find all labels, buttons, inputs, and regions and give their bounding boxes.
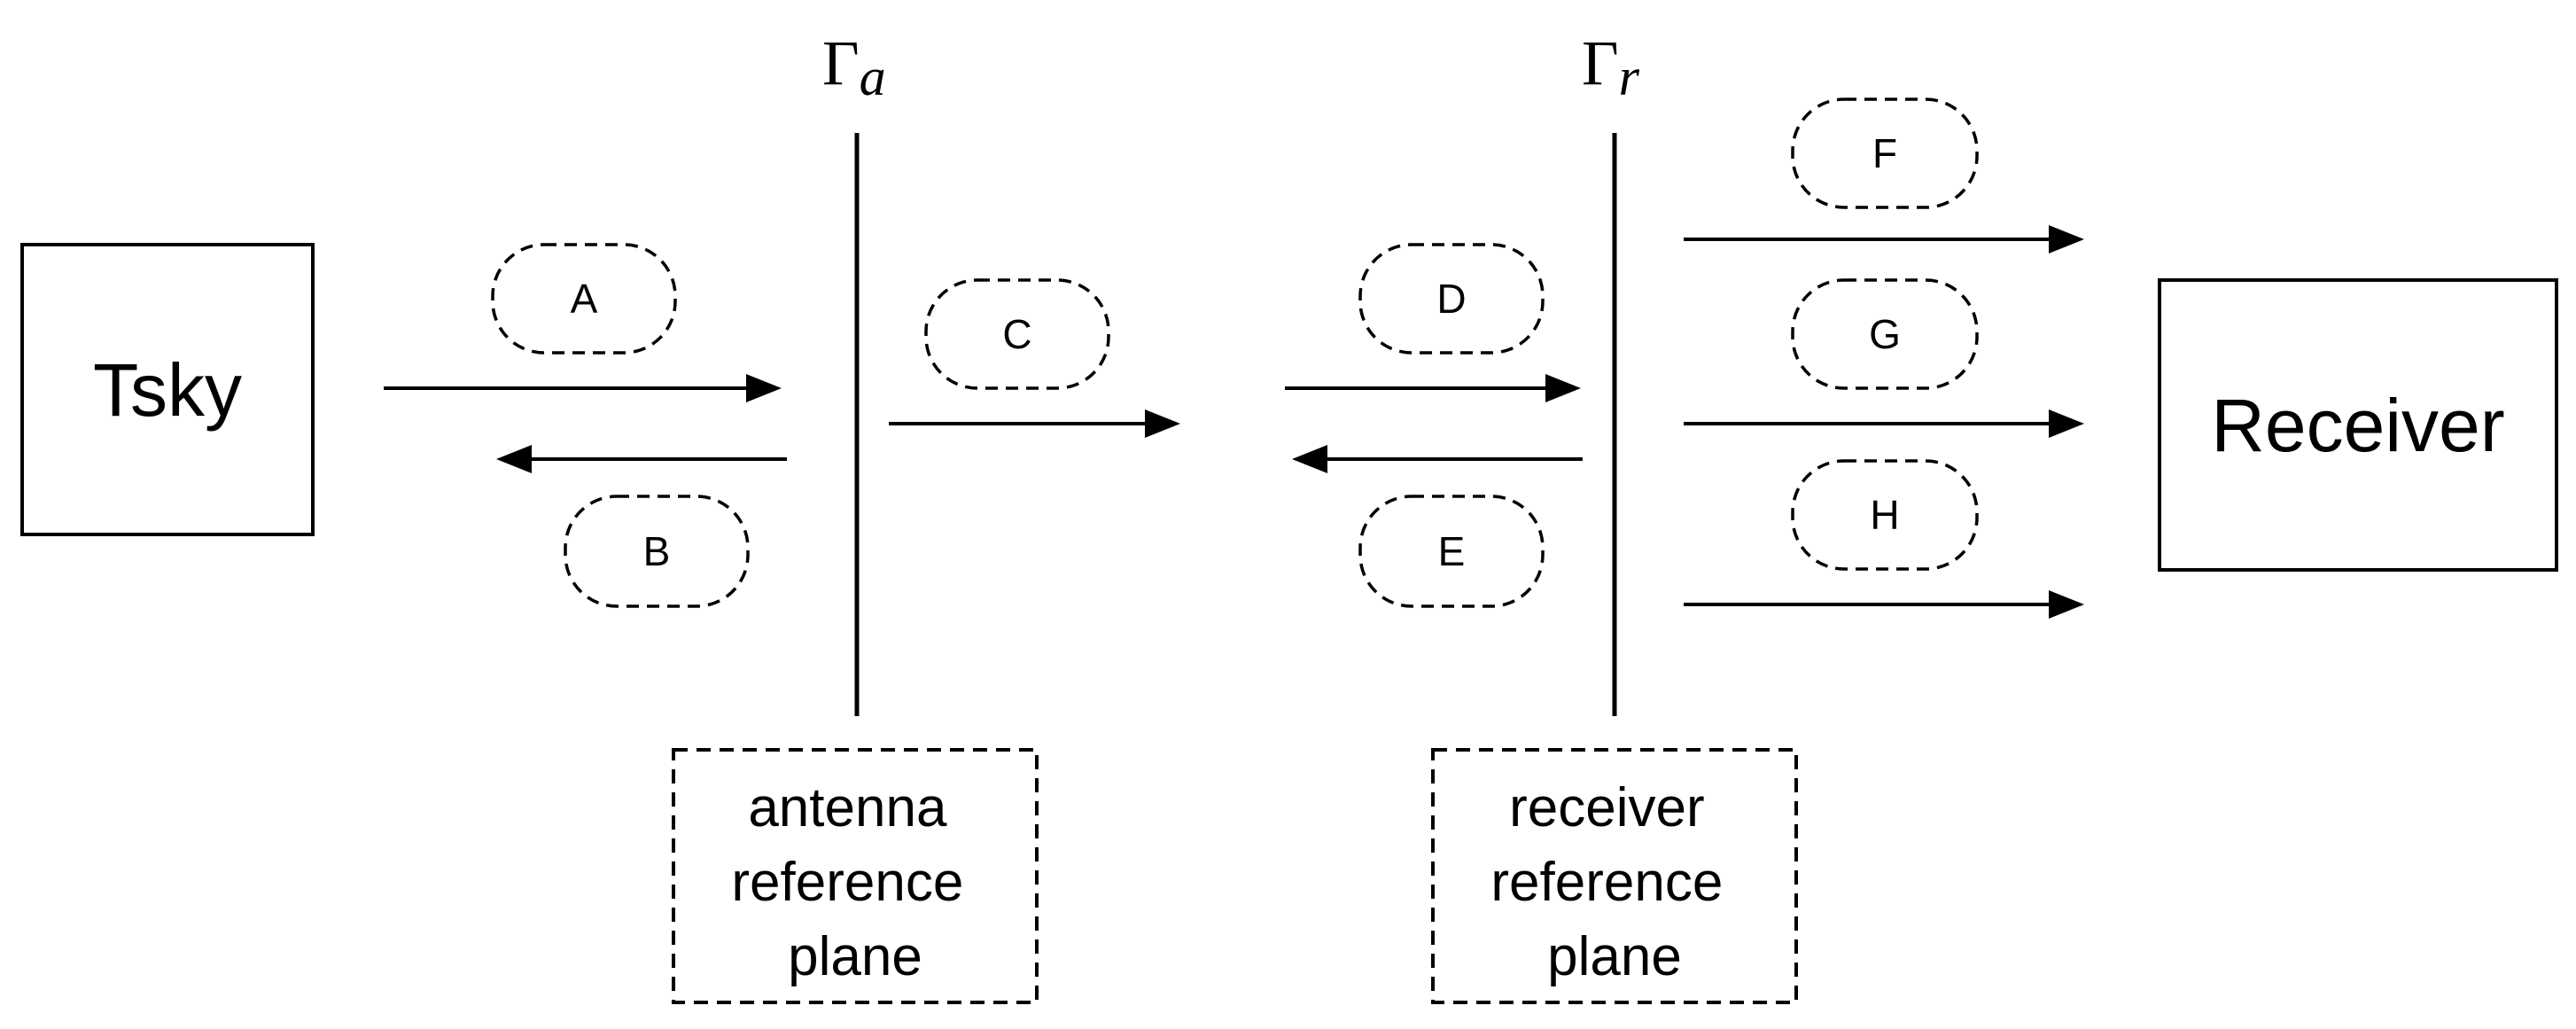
receiver-plane-caption: receiver reference plane — [1490, 777, 1738, 987]
gamma-r-label: Γr — [1582, 27, 1640, 106]
receiver-box: Receiver — [2158, 278, 2558, 572]
arrow-h — [1684, 590, 2084, 619]
arrow-d — [1285, 374, 1581, 402]
signal-label-g-text: G — [1869, 311, 1901, 357]
antenna-caption-line-2: reference — [731, 852, 963, 913]
receiver-caption-line-3: plane — [1547, 926, 1682, 987]
tsky-label: Tsky — [93, 348, 242, 432]
arrow-f — [1684, 225, 2084, 253]
antenna-plane-caption-box — [672, 748, 1039, 1004]
arrow-g — [1684, 409, 2084, 438]
antenna-plane-caption: antenna reference plane — [731, 777, 978, 987]
signal-label-b: B — [564, 495, 750, 608]
gamma-a-subscript: a — [860, 48, 886, 106]
receiver-caption-line-1: receiver — [1509, 777, 1705, 838]
signal-label-f-text: F — [1872, 130, 1897, 176]
antenna-reference-plane: Γa antenna reference plane — [672, 27, 1039, 1004]
receiver-reference-plane: Γr receiver reference plane — [1431, 27, 1798, 1004]
gamma-r-symbol: Γ — [1582, 27, 1619, 98]
signal-label-g: G — [1791, 278, 1979, 390]
signal-label-d: D — [1358, 243, 1545, 355]
gamma-r-subscript: r — [1619, 48, 1640, 106]
tsky-box: Tsky — [20, 243, 315, 536]
signal-label-f: F — [1791, 97, 1979, 209]
signal-label-h-text: H — [1870, 492, 1899, 538]
signal-label-c: C — [924, 278, 1110, 390]
arrows — [384, 225, 2084, 619]
signal-label-a-text: A — [571, 276, 598, 322]
signal-label-d-text: D — [1436, 276, 1466, 322]
receiver-label: Receiver — [2211, 384, 2504, 467]
signal-label-e-text: E — [1438, 528, 1466, 574]
receiver-caption-line-2: reference — [1490, 852, 1723, 913]
signal-label-c-text: C — [1002, 311, 1031, 357]
antenna-caption-line-1: antenna — [748, 777, 947, 838]
signal-label-h: H — [1791, 459, 1979, 571]
arrow-b — [496, 445, 787, 473]
gamma-a-label: Γa — [822, 27, 886, 106]
signal-label-a: A — [491, 243, 677, 355]
gamma-a-symbol: Γ — [822, 27, 860, 98]
antenna-caption-line-3: plane — [788, 926, 922, 987]
arrow-a — [384, 374, 782, 402]
signal-label-e: E — [1358, 495, 1545, 608]
arrow-c — [889, 409, 1180, 438]
receiver-plane-caption-box — [1431, 748, 1798, 1004]
signal-label-b-text: B — [643, 528, 671, 574]
arrow-e — [1292, 445, 1583, 473]
